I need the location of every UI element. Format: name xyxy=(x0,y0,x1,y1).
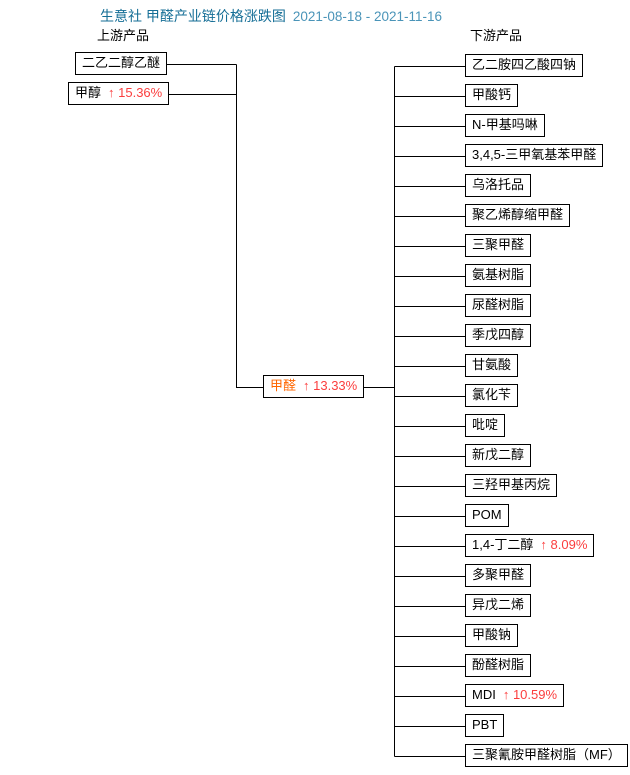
product-change: ↑ 8.09% xyxy=(540,537,588,552)
product-node-downstream[interactable]: 酚醛树脂 xyxy=(465,654,532,677)
product-name: 氨基树脂 xyxy=(472,267,525,282)
product-node-downstream[interactable]: POM xyxy=(465,504,509,527)
chart-date-range: 2021-08-18 - 2021-11-16 xyxy=(292,9,442,24)
product-node-upstream[interactable]: 二乙二醇乙醚 xyxy=(75,52,168,75)
product-name: MDI xyxy=(472,687,496,702)
product-name: 酚醛树脂 xyxy=(472,657,525,672)
product-node-downstream[interactable]: PBT xyxy=(465,714,505,737)
product-node-downstream[interactable]: 异戊二烯 xyxy=(465,594,532,617)
product-name: 3,4,5-三甲氧基苯甲醛 xyxy=(472,147,597,162)
product-node-downstream[interactable]: 多聚甲醛 xyxy=(465,564,532,587)
product-name: 乙二胺四乙酸四钠 xyxy=(472,57,577,72)
product-node-downstream[interactable]: 乙二胺四乙酸四钠 xyxy=(465,54,584,77)
product-node-downstream[interactable]: 氨基树脂 xyxy=(465,264,532,287)
product-node-downstream[interactable]: 3,4,5-三甲氧基苯甲醛 xyxy=(465,144,604,167)
product-name: 乌洛托品 xyxy=(472,177,525,192)
product-name: 二乙二醇乙醚 xyxy=(82,55,161,70)
product-name: 新戊二醇 xyxy=(472,447,525,462)
product-name: 1,4-丁二醇 xyxy=(472,537,534,552)
product-node-downstream[interactable]: 尿醛树脂 xyxy=(465,294,532,317)
product-node-downstream[interactable]: 吡啶 xyxy=(465,414,506,437)
product-node-downstream[interactable]: 甲酸钙 xyxy=(465,84,519,107)
product-node-upstream[interactable]: 甲醇 ↑ 15.36% xyxy=(68,82,170,105)
product-node-downstream[interactable]: 甲酸钠 xyxy=(465,624,519,647)
product-node-downstream[interactable]: 季戊四醇 xyxy=(465,324,532,347)
product-node-downstream[interactable]: 氯化苄 xyxy=(465,384,519,407)
product-name: 多聚甲醛 xyxy=(472,567,525,582)
chart-title-text: 生意社 甲醛产业链价格涨跌图 xyxy=(100,8,286,24)
product-change: ↑ 10.59% xyxy=(502,687,558,702)
product-name: N-甲基吗啉 xyxy=(472,117,538,132)
product-change: ↑ 13.33% xyxy=(303,378,358,393)
product-node-downstream[interactable]: 三羟甲基丙烷 xyxy=(465,474,558,497)
product-node-downstream[interactable]: 三聚甲醛 xyxy=(465,234,532,257)
product-name: 三聚甲醛 xyxy=(472,237,525,252)
product-node-downstream[interactable]: 甘氨酸 xyxy=(465,354,519,377)
product-name: 三羟甲基丙烷 xyxy=(472,477,551,492)
product-name: 甲醛 xyxy=(270,378,297,393)
product-name: 异戊二烯 xyxy=(472,597,525,612)
product-node-center[interactable]: 甲醛 ↑ 13.33% xyxy=(263,375,365,398)
product-name: 三聚氰胺甲醛树脂（MF） xyxy=(472,747,621,762)
product-node-downstream[interactable]: 1,4-丁二醇 ↑ 8.09% xyxy=(465,534,595,557)
product-name: 尿醛树脂 xyxy=(472,297,525,312)
product-name: 甘氨酸 xyxy=(472,357,512,372)
product-name: 季戊四醇 xyxy=(472,327,525,342)
product-name: 甲醇 xyxy=(75,85,102,100)
product-node-downstream[interactable]: 新戊二醇 xyxy=(465,444,532,467)
product-name: 甲酸钠 xyxy=(472,627,512,642)
product-name: POM xyxy=(472,507,502,522)
product-node-downstream[interactable]: 三聚氰胺甲醛树脂（MF） xyxy=(465,744,628,767)
product-node-downstream[interactable]: 乌洛托品 xyxy=(465,174,532,197)
product-node-downstream[interactable]: MDI ↑ 10.59% xyxy=(465,684,565,707)
product-node-downstream[interactable]: N-甲基吗啉 xyxy=(465,114,545,137)
product-name: PBT xyxy=(472,717,498,732)
upstream-column-label: 上游产品 xyxy=(97,28,150,43)
product-name: 氯化苄 xyxy=(472,387,512,402)
product-name: 甲酸钙 xyxy=(472,87,512,102)
product-change: ↑ 15.36% xyxy=(108,85,163,100)
chart-title: 生意社 甲醛产业链价格涨跌图 2021-08-18 - 2021-11-16 xyxy=(100,6,442,26)
product-node-downstream[interactable]: 聚乙烯醇缩甲醛 xyxy=(465,204,571,227)
product-name: 吡啶 xyxy=(472,417,499,432)
product-name: 聚乙烯醇缩甲醛 xyxy=(472,207,564,222)
downstream-column-label: 下游产品 xyxy=(470,28,523,43)
